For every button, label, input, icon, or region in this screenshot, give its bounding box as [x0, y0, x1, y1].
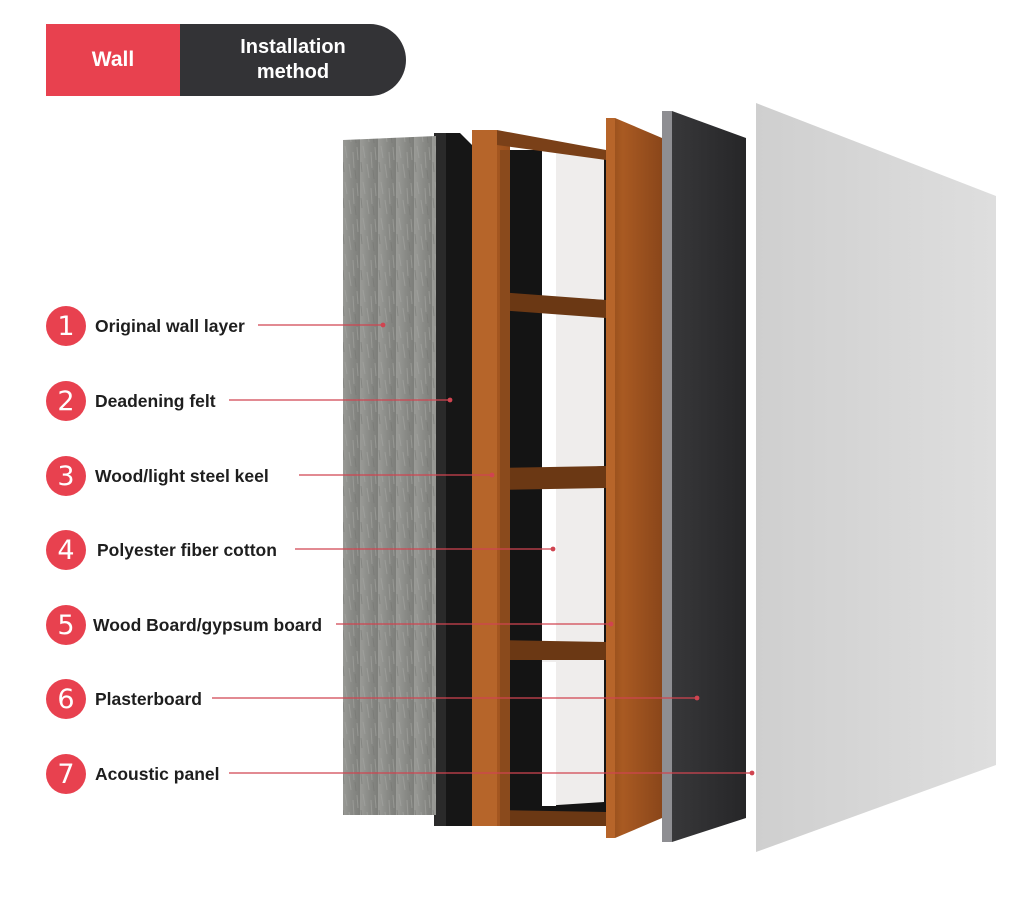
- callout-number-3: 3: [46, 456, 86, 496]
- callout-label-1: Original wall layer: [95, 316, 245, 337]
- callout-number-5: 5: [46, 605, 86, 645]
- callout-original-wall-layer: 1 Original wall layer: [46, 306, 245, 346]
- callout-label-3: Wood/light steel keel: [95, 466, 269, 487]
- callout-wood-board: 5 Wood Board/gypsum board: [46, 605, 322, 645]
- plasterboard-layer: [662, 111, 746, 842]
- callout-polyester-cotton: 4 Polyester fiber cotton: [46, 530, 277, 570]
- callout-number-6: 6: [46, 679, 86, 719]
- callout-label-6: Plasterboard: [95, 689, 202, 710]
- callout-acoustic-panel: 7 Acoustic panel: [46, 754, 219, 794]
- callout-number-1: 1: [46, 306, 86, 346]
- callout-number-2: 2: [46, 381, 86, 421]
- callout-keel: 3 Wood/light steel keel: [46, 456, 269, 496]
- callout-plasterboard: 6 Plasterboard: [46, 679, 202, 719]
- callout-number-7: 7: [46, 754, 86, 794]
- callout-label-2: Deadening felt: [95, 391, 216, 412]
- callout-label-4: Polyester fiber cotton: [97, 540, 277, 561]
- callout-number-4: 4: [46, 530, 86, 570]
- callout-label-7: Acoustic panel: [95, 764, 219, 785]
- callout-deadening-felt: 2 Deadening felt: [46, 381, 216, 421]
- callout-label-5: Wood Board/gypsum board: [93, 615, 322, 636]
- acoustic-panel-layer: [756, 103, 996, 852]
